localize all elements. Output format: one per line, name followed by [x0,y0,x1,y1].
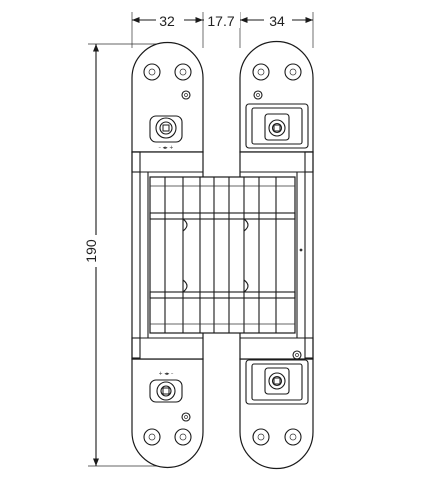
screw-hole-icon [174,428,192,446]
left-bottom-screw-holes [143,412,192,446]
dim-right-plate-width: 34 [269,13,285,29]
screw-hole-icon [284,63,302,81]
screw-hole-icon [284,428,302,446]
screw-hole-icon [174,63,192,81]
small-hole-icon [181,412,191,422]
dim-overall-height: 190 [83,239,99,263]
small-hole-icon [253,90,263,100]
screw-hole-icon [143,428,161,446]
screw-hole-icon [252,428,270,446]
dim-left-plate-width: 32 [159,13,175,29]
right-top-adjust-housing [245,103,309,149]
screw-hole-icon [252,63,270,81]
right-bottom-screw-holes [252,350,302,446]
right-bottom-adjust-housing [245,359,309,405]
dim-gap: 17.7 [207,13,234,29]
left-top-adjust-screw: – ◂▸ + [149,115,183,151]
small-hole-icon [181,90,191,100]
small-hole-icon [292,350,302,360]
left-top-screw-holes [143,63,192,100]
adjust-mark-bottom: + ◂▸ – [159,371,174,377]
right-top-screw-holes [252,63,302,100]
central-knuckle-assembly [149,176,296,334]
adjust-mark-top: – ◂▸ + [159,145,174,151]
left-bottom-adjust-screw: + ◂▸ – [149,371,183,403]
screw-hole-icon [143,63,161,81]
